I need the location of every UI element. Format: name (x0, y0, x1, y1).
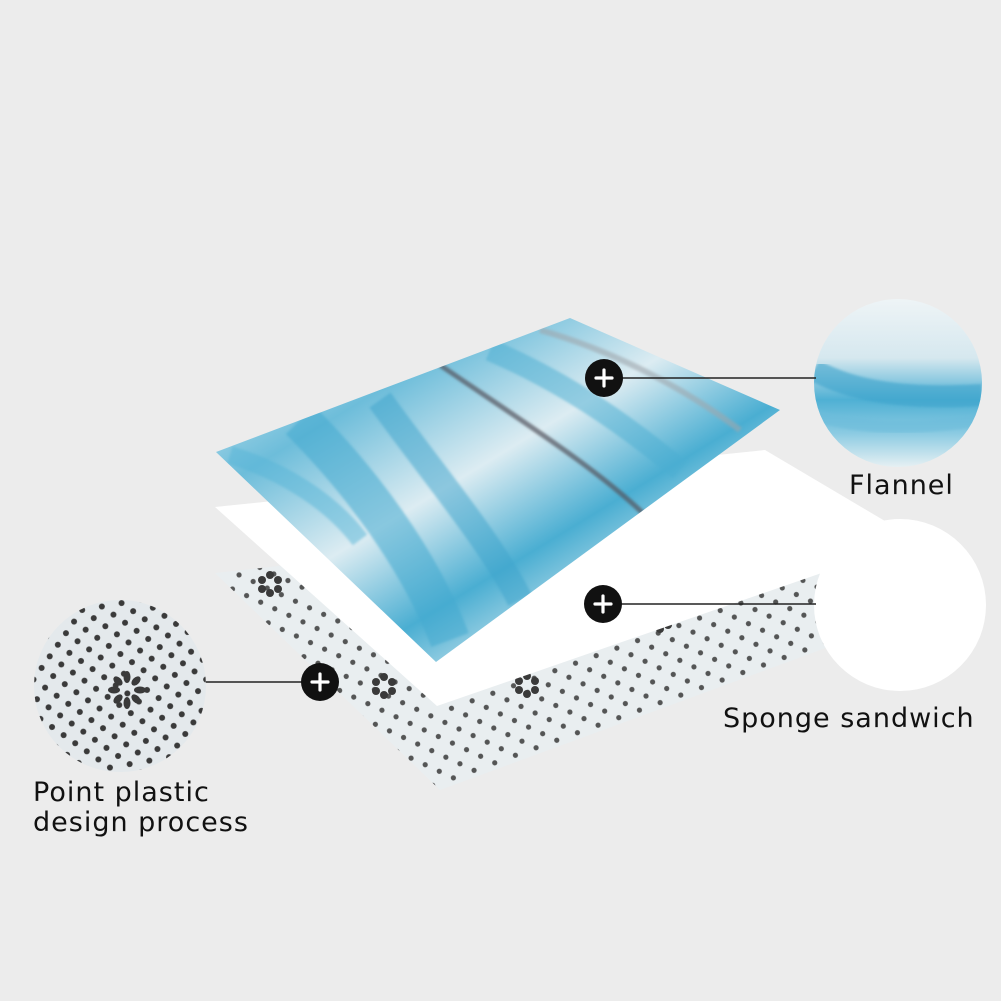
plus-marker-icon[interactable] (301, 663, 339, 701)
point-plastic-label-line2: design process (33, 807, 249, 838)
flannel-top-layer (216, 318, 780, 662)
sponge-zoom-circle (814, 519, 986, 691)
point-plastic-label: Point plastic design process (33, 778, 249, 838)
plus-marker-icon[interactable] (585, 359, 623, 397)
sponge-sandwich-label: Sponge sandwich (723, 703, 975, 734)
plus-marker-icon[interactable] (584, 585, 622, 623)
flannel-label: Flannel (849, 470, 954, 501)
point-plastic-label-line1: Point plastic (33, 777, 210, 808)
point-plastic-zoom-circle (34, 600, 206, 772)
flannel-zoom-circle (814, 299, 982, 467)
